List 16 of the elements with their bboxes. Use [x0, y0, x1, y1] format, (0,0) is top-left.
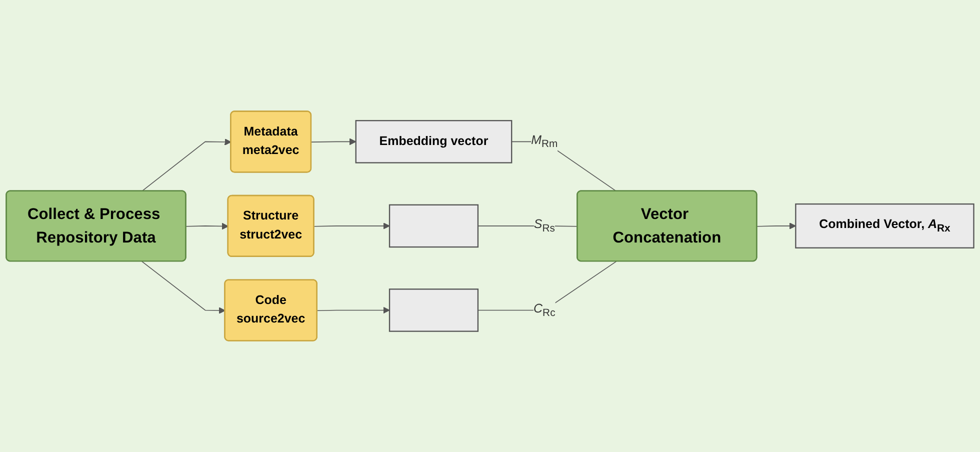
- arrow: [310, 138, 356, 146]
- edge-label: S$_{Rs}$: [534, 218, 555, 234]
- arrow: [142, 138, 232, 192]
- edge-label: C$_{Rc}$: [534, 302, 556, 318]
- connector: [478, 261, 617, 311]
- arrow: [756, 222, 796, 230]
- node-box: Combined Vector, A$_{Rx}$: [795, 203, 974, 248]
- connector: [478, 226, 578, 227]
- arrow: [142, 261, 226, 314]
- arrow: [316, 306, 390, 314]
- edge-label: M$_{Rm}$: [531, 134, 558, 150]
- arrow: [314, 222, 390, 230]
- node-bar: [388, 204, 479, 248]
- node-box: Embedding vector: [355, 120, 512, 164]
- node-bar: [388, 288, 479, 332]
- arrow: [186, 222, 229, 230]
